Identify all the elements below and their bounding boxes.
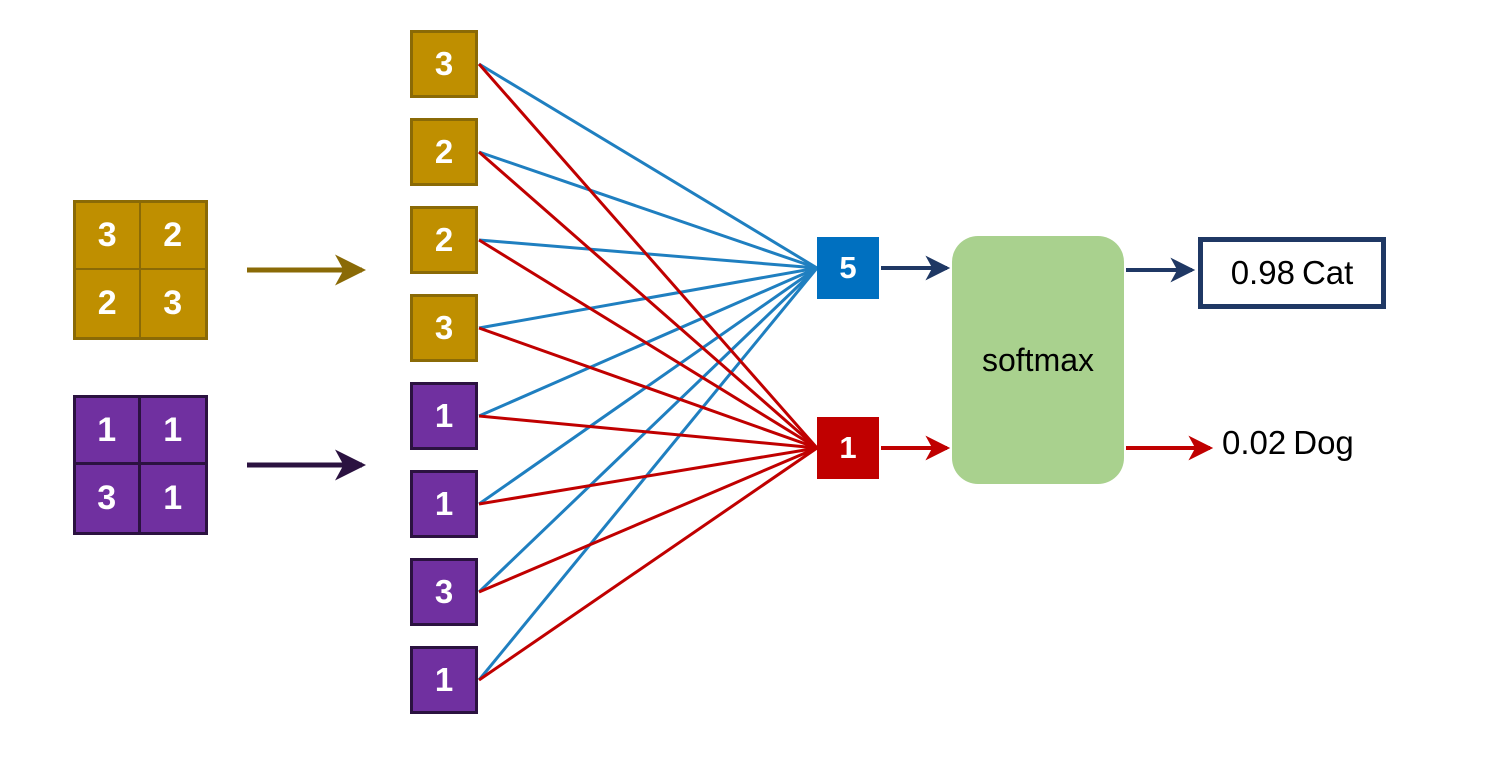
dog-logit-node: 1 [817,417,879,479]
cat-logit-node: 5 [817,237,879,299]
node-to-softmax-arrows [881,255,951,461]
flatten-cell-1: 3 [410,30,478,98]
purple-cell-1: 1 [140,398,205,465]
flatten-cell-4: 3 [410,294,478,362]
wire-blue-7 [477,266,819,594]
softmax-label: softmax [981,341,1095,378]
dense-wires-red [477,63,819,682]
flatten-cell-8: 1 [410,646,478,714]
wire-blue-2 [478,150,818,270]
gold-cell-1: 2 [140,203,205,270]
map-to-flatten-arrows [247,254,366,481]
dog-probability: 0.02 [1222,424,1287,461]
wire-red-2 [478,150,818,450]
gold-cell-0: 3 [76,203,141,270]
wire-blue-6 [478,266,818,506]
wire-blue-1 [478,62,818,270]
flatten-cell-3: 2 [410,206,478,274]
purple-cell-2: 3 [76,465,141,532]
cat-probability: 0.98 [1230,254,1295,291]
wire-red-4 [478,326,818,450]
flatten-cell-2: 2 [410,118,478,186]
gold-feature-map: 3 2 2 3 [73,200,208,340]
dog-class-label: Dog [1293,424,1354,461]
wire-blue-8 [477,267,819,681]
wire-blue-4 [478,266,818,330]
wire-red-1 [477,63,819,449]
wire-red-6 [478,446,818,506]
gold-cell-3: 3 [163,284,183,322]
wire-red-8 [478,446,818,682]
flatten-cell-5: 1 [410,382,478,450]
flatten-cell-6: 1 [410,470,478,538]
wire-blue-3 [478,238,818,270]
flatten-cell-7: 3 [410,558,478,626]
wire-red-3 [478,238,818,450]
wire-red-5 [478,414,818,450]
cat-class-label: Cat [1301,254,1354,291]
purple-cell-0: 1 [76,398,141,465]
softmax-block: softmax [952,236,1124,484]
dense-wires-blue [477,62,819,681]
wire-blue-5 [478,266,818,418]
purple-cell-3: 1 [163,479,183,517]
purple-feature-map: 1 1 3 1 [73,395,208,535]
wire-red-7 [478,446,818,594]
gold-cell-2: 2 [76,270,141,337]
